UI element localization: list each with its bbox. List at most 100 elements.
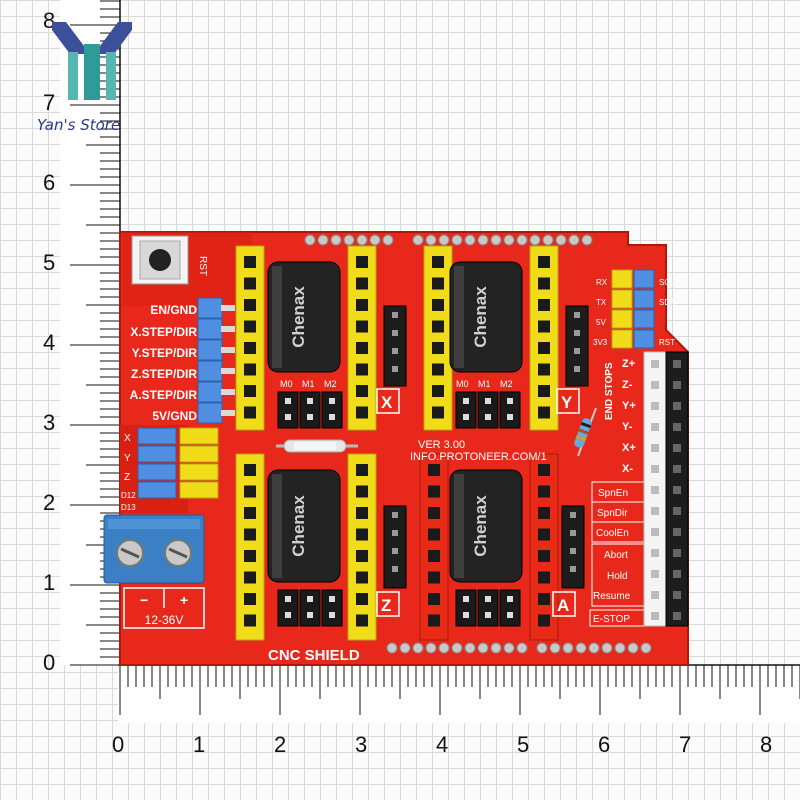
top-header-pin: [464, 234, 476, 246]
socket-hole: [538, 385, 550, 397]
black-strip-pin: [673, 591, 681, 599]
logo-mark-left-leg: [68, 52, 78, 100]
axis-label-y: Y: [561, 393, 573, 412]
driver-socket-strip: [423, 245, 453, 431]
socket-hole: [538, 320, 550, 333]
black-strip-pin: [673, 381, 681, 389]
socket-hole: [244, 256, 256, 268]
socket-hole: [356, 385, 368, 397]
microstep-jumper: [277, 589, 299, 627]
website-label: INFO.PROTONEER.COM/1: [410, 451, 547, 463]
control-pin-labels: SpnEn SpnDir CoolEn Abort Hold Resume E-…: [589, 481, 645, 627]
i2c-blue-pin: [633, 329, 655, 349]
endstop-x-plus: X+: [622, 442, 636, 454]
socket-hole: [356, 507, 368, 519]
black-strip-pin: [673, 612, 681, 620]
horizontal-ruler-label-8: 8: [760, 732, 772, 757]
microstep-jumper: [299, 391, 321, 429]
header-pin: [392, 548, 398, 554]
socket-hole: [356, 342, 368, 354]
serial-yellow-pin: [611, 309, 633, 329]
socket-hole: [356, 614, 368, 627]
socket-hole: [428, 507, 440, 519]
microstep-jumper: [299, 589, 321, 627]
socket-hole: [244, 571, 256, 584]
reset-button: RST: [131, 235, 208, 285]
bottom-header-pin: [503, 642, 515, 654]
i2c-blue-pin: [633, 289, 655, 309]
socket-hole: [356, 299, 368, 311]
microstep-jumper: [321, 391, 343, 429]
black-strip-pin: [673, 570, 681, 578]
white-strip-pin: [651, 570, 659, 578]
label-5v-gnd: 5V/GND: [152, 409, 197, 423]
socket-hole: [538, 528, 550, 541]
top-header-pin: [317, 234, 329, 246]
black-strip-pin: [673, 444, 681, 452]
jumper-pin: [307, 612, 313, 618]
top-header-pin: [581, 234, 593, 246]
jumper-pin: [285, 596, 291, 602]
capacitor-highlight: [272, 266, 282, 368]
header-pin: [392, 566, 398, 572]
vertical-ruler-label-5: 5: [43, 250, 55, 275]
jumper-pin: [285, 414, 291, 420]
black-strip-pin: [673, 528, 681, 536]
clone-blue-pin: [137, 481, 177, 499]
rst-i2c-label: RST: [659, 338, 675, 347]
top-header-pin: [412, 234, 424, 246]
socket-hole: [428, 593, 440, 605]
white-strip-pin: [651, 549, 659, 557]
control-hold: Hold: [607, 571, 628, 582]
top-header-pins: [304, 234, 593, 246]
bottom-header-pin: [438, 642, 450, 654]
driver-socket-strip: [529, 453, 559, 641]
5v-label: 5V: [596, 318, 606, 327]
socket-hole: [428, 464, 440, 476]
jumper-pin: [507, 414, 513, 420]
pin-leg: [221, 326, 235, 332]
driver-socket-strip: [347, 245, 377, 431]
capacitor-highlight: [272, 474, 282, 578]
i2c-blue-pin: [633, 269, 655, 289]
header-pin: [570, 548, 576, 554]
blue-pin-header: [197, 360, 223, 382]
serial-yellow-pin: [611, 329, 633, 349]
white-strip-pin: [651, 591, 659, 599]
clone-yellow-pin: [179, 463, 219, 481]
capacitor-highlight: [454, 474, 464, 578]
socket-hole: [244, 485, 256, 498]
socket-hole: [244, 406, 256, 419]
horizontal-ruler-label-5: 5: [517, 732, 529, 757]
black-strip-pin: [673, 507, 681, 515]
vertical-ruler-label-0: 0: [43, 650, 55, 675]
jumper-pin: [507, 612, 513, 618]
version-label: VER 3.00: [418, 439, 465, 451]
socket-hole: [538, 464, 550, 476]
driver-socket-strip: [529, 245, 559, 431]
bottom-header-pins: [386, 642, 652, 654]
left-pin-labels: EN/GND X.STEP/DIR Y.STEP/DIR Z.STEP/DIR …: [130, 303, 198, 423]
white-strip-pin: [651, 381, 659, 389]
socket-hole: [244, 320, 256, 333]
top-header-pin: [356, 234, 368, 246]
jumper-pin: [507, 596, 513, 602]
bottom-header-pin: [516, 642, 528, 654]
socket-hole: [428, 528, 440, 541]
white-strip-pin: [651, 486, 659, 494]
pin-leg: [221, 389, 235, 395]
black-pin-header: [565, 305, 589, 387]
scl-label: SCL: [659, 278, 675, 287]
socket-hole: [356, 363, 368, 376]
socket-hole: [538, 363, 550, 376]
x-m1-label: M1: [302, 379, 315, 389]
capacitor-body: [449, 469, 523, 583]
header-pin: [570, 530, 576, 536]
jumper-pin: [329, 612, 335, 618]
top-header-pin: [369, 234, 381, 246]
clone-label-y: Y: [124, 453, 131, 464]
socket-hole: [432, 385, 444, 397]
3v3-label: 3V3: [593, 338, 608, 347]
control-coolen: CoolEn: [596, 528, 629, 539]
stepper-driver-sockets: [235, 245, 559, 641]
